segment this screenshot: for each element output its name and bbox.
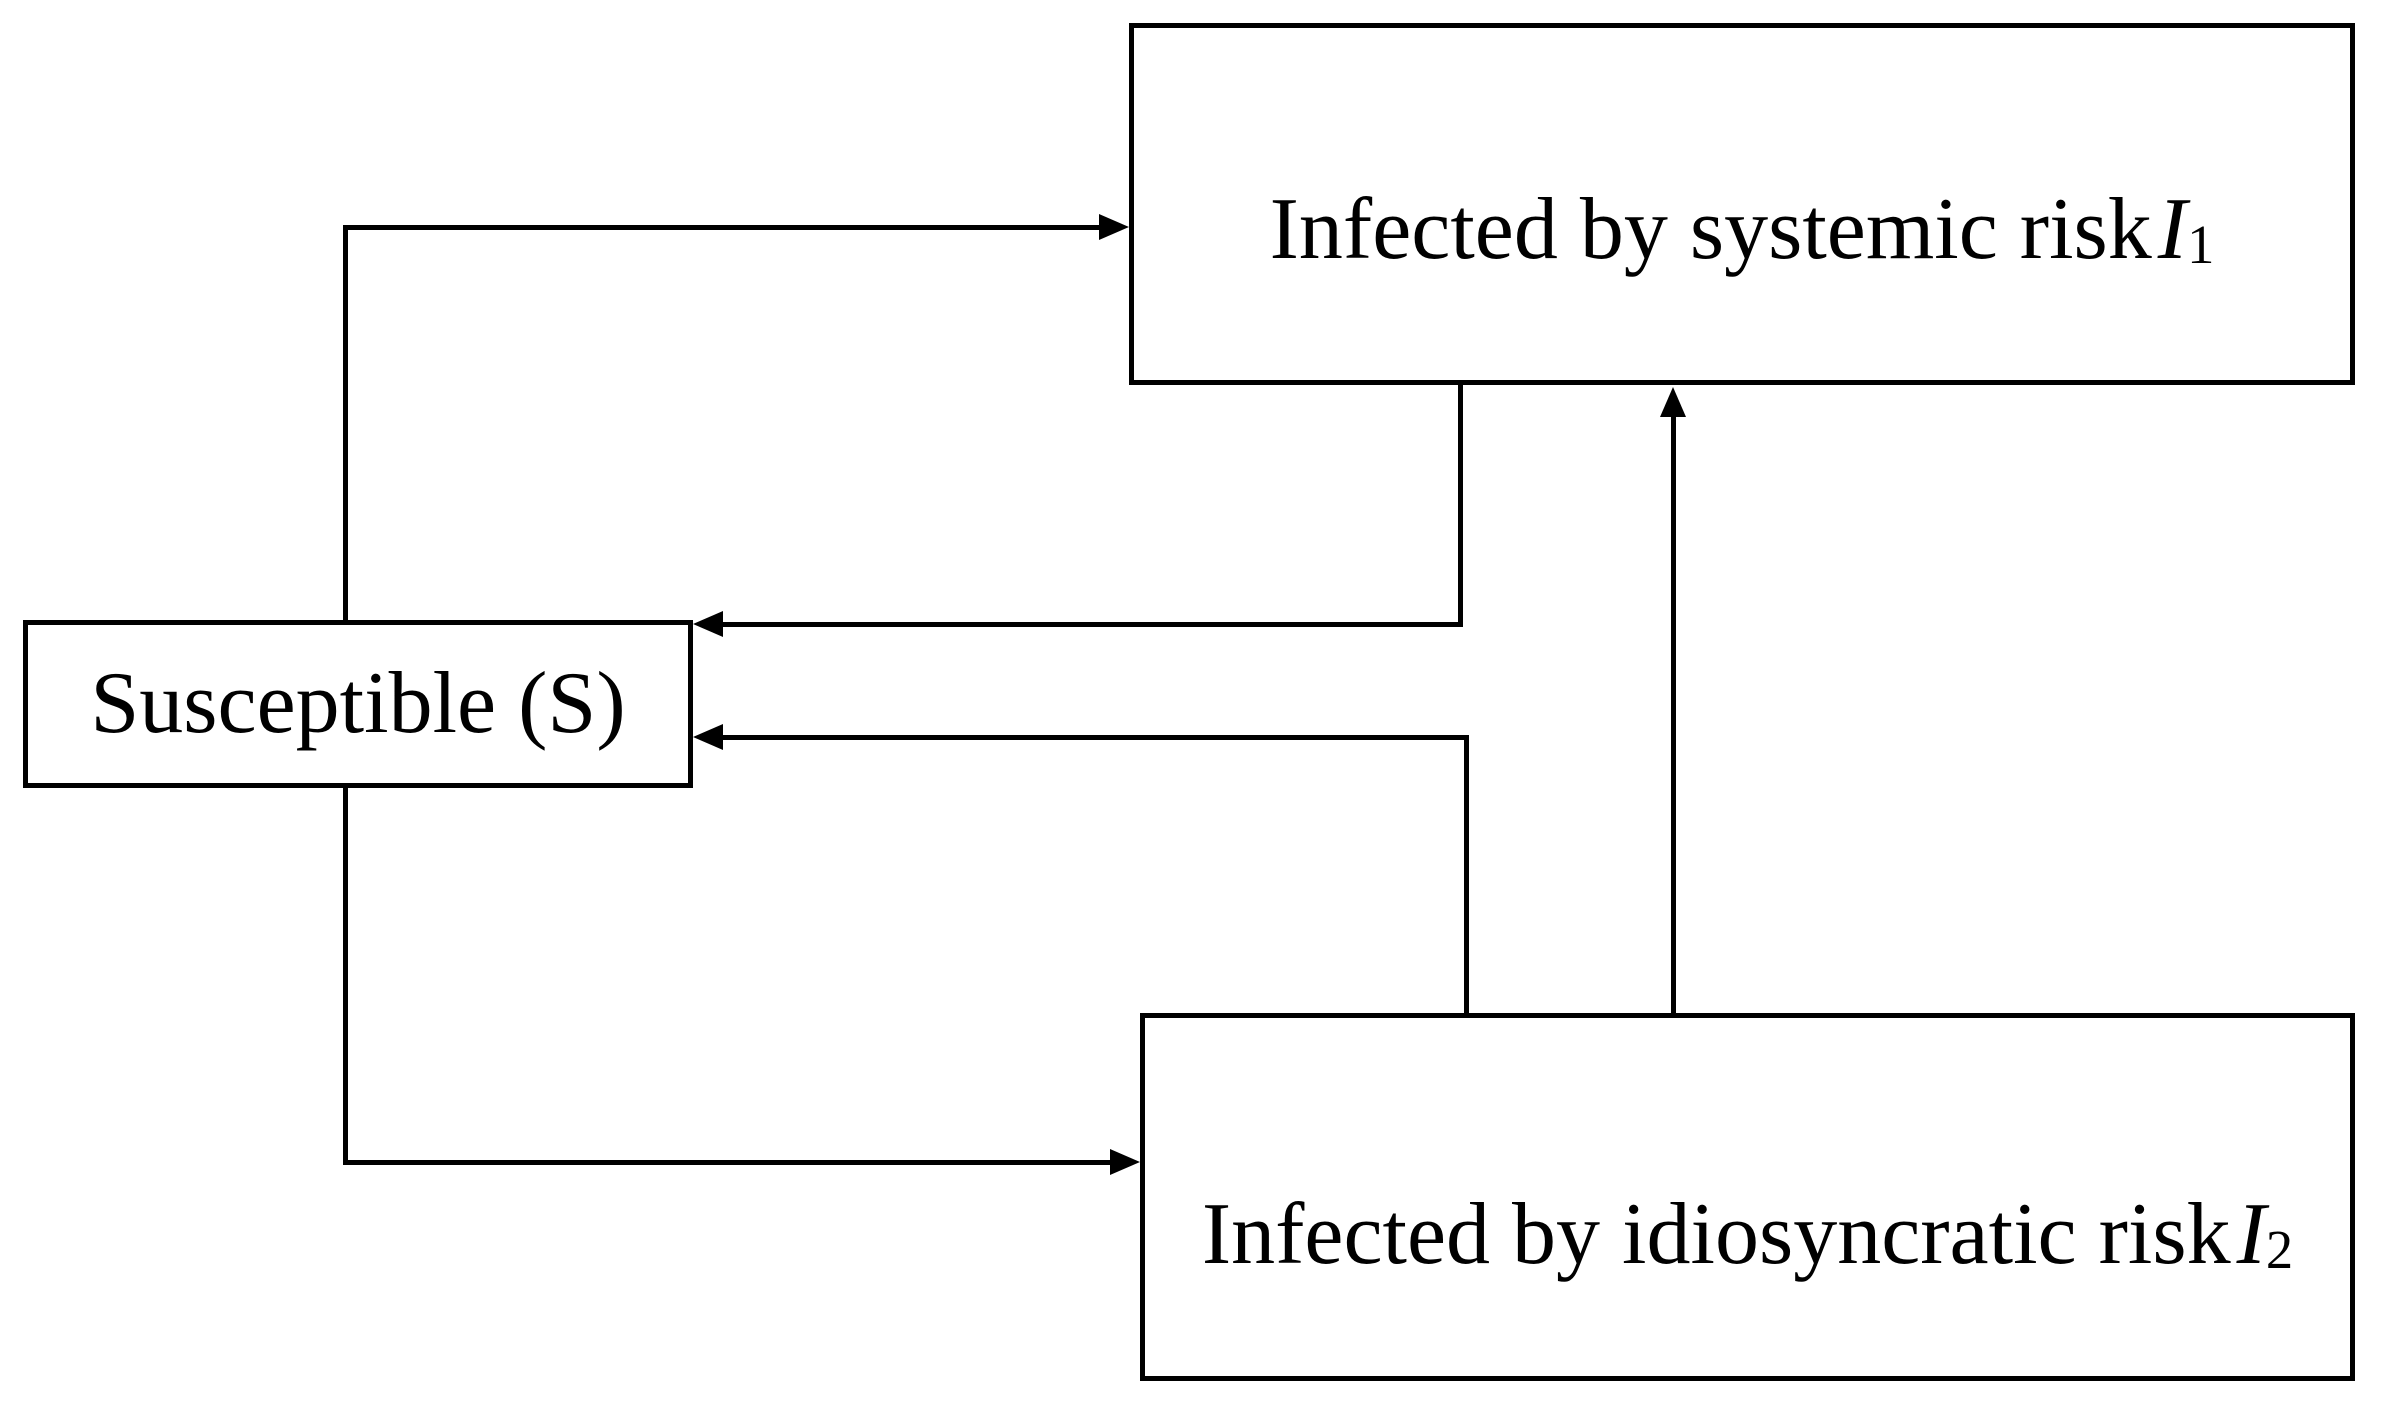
edge-idiosyncratic-to-systemic-arrowhead-icon	[1660, 387, 1686, 417]
edge-susceptible-to-systemic-arrowhead-icon	[1099, 214, 1129, 240]
edge-idiosyncratic-to-susceptible-line-horizontal	[719, 735, 1469, 740]
edge-systemic-to-susceptible-line-horizontal	[719, 622, 1463, 627]
node-label: Susceptible (S)	[90, 655, 626, 752]
node-label: Infected by systemic risk	[1269, 181, 2152, 278]
edge-susceptible-to-idiosyncratic-line-vertical	[343, 788, 348, 1162]
edge-susceptible-to-systemic-line-horizontal	[343, 225, 1103, 230]
node-susceptible: Susceptible (S)	[23, 620, 693, 788]
edge-systemic-to-susceptible-arrowhead-icon	[693, 611, 723, 637]
edge-idiosyncratic-to-susceptible-arrowhead-icon	[693, 724, 723, 750]
node-symbol: I	[2157, 181, 2188, 278]
edge-susceptible-to-systemic-line-vertical	[343, 227, 348, 620]
edge-susceptible-to-idiosyncratic-arrowhead-icon	[1110, 1149, 1140, 1175]
edge-systemic-to-susceptible-line-vertical	[1458, 385, 1463, 625]
node-label: Infected by idiosyncratic risk	[1201, 1186, 2231, 1283]
edge-susceptible-to-idiosyncratic-line-horizontal	[343, 1160, 1114, 1165]
node-symbol: I	[2236, 1186, 2266, 1283]
edge-idiosyncratic-to-susceptible-line-vertical	[1464, 735, 1469, 1013]
edge-idiosyncratic-to-systemic-line-vertical	[1671, 415, 1676, 1013]
